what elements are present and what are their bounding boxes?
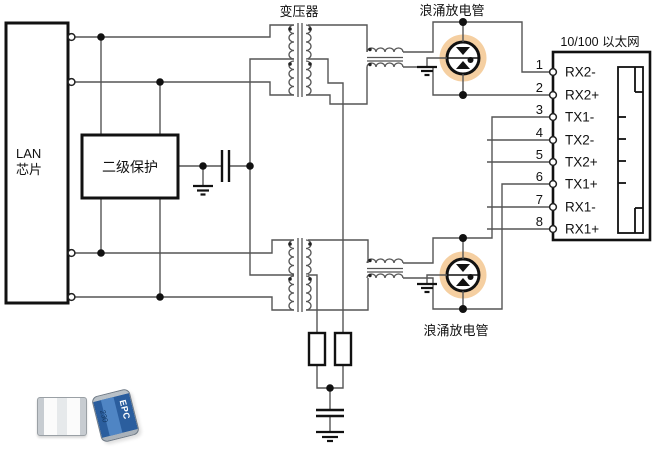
- ground-symbol-2: [417, 57, 447, 77]
- wire-sec-bot-2: [306, 278, 369, 311]
- pin-label: RX1-: [565, 200, 596, 215]
- connector-pin-5: 5 TX2+: [536, 147, 598, 170]
- pin-number: 2: [536, 80, 543, 95]
- secondary-protection-box: [80, 133, 180, 200]
- ground-symbol-1: [193, 166, 213, 196]
- rj45-profile: [617, 66, 644, 234]
- pin-label: TX2+: [565, 155, 598, 170]
- wire-pin1: [403, 21, 549, 73]
- connector-box: [551, 50, 652, 242]
- secondary-protection-label: 二级保护: [102, 159, 158, 175]
- surge-tube-bottom-dot: [467, 274, 474, 280]
- lan-chip: LAN 芯片: [4, 21, 76, 305]
- secondary-protection: 二级保护: [80, 133, 180, 200]
- transformer-bottom: [288, 238, 312, 312]
- pin-number: 8: [536, 214, 543, 229]
- surge-tube-top-dot: [467, 57, 474, 63]
- wire-centertap-right-top: [308, 58, 344, 333]
- connector-pin-6: 6 TX1+: [536, 169, 598, 192]
- surge-tube-bottom-triangle-down: [456, 264, 470, 272]
- connector-pin-7: 7 RX1-: [536, 192, 596, 215]
- lan-chip-label-line1: LAN: [16, 146, 41, 161]
- wire-centertap-right-bottom: [308, 274, 318, 333]
- pin-label: TX2-: [565, 133, 594, 148]
- pin-number: 4: [536, 125, 543, 140]
- lan-chip-box: [4, 21, 70, 305]
- pin-number: 6: [536, 169, 543, 184]
- surge-tube-bottom-triangle-up: [456, 278, 470, 286]
- wire-b: [75, 81, 294, 96]
- connector-title: 10/100 以太网: [560, 34, 639, 49]
- pin-label: RX1+: [565, 222, 599, 237]
- pin-label: RX2-: [565, 65, 596, 80]
- pin-number: 5: [536, 147, 543, 162]
- transformer-top: 变压器: [279, 4, 319, 97]
- secondary-winding-lower: [305, 60, 312, 96]
- gdt-brand-text: EPC: [117, 398, 133, 421]
- lan-pin-3: [67, 248, 76, 258]
- wire-sec-top-2: [306, 67, 368, 105]
- surge-tube-bottom: 浪涌放电管: [423, 238, 489, 338]
- smd-component-photo: [37, 397, 87, 436]
- ethernet-connector: 10/100 以太网 1 RX2- 2 RX2+ 3 TX1-: [536, 34, 652, 242]
- wire-a: [75, 24, 294, 38]
- ground-symbol-4: [316, 430, 344, 443]
- common-mode-choke-bottom: [366, 258, 404, 279]
- connector-pin-3: 3 TX1-: [536, 102, 595, 125]
- termination-network: [307, 331, 353, 443]
- transformer-label: 变压器: [279, 4, 318, 19]
- pin-number: 3: [536, 102, 543, 117]
- junction-dots: [97, 18, 467, 392]
- connector-pin-4: 4 TX2-: [536, 125, 595, 148]
- pin-label: TX1-: [565, 110, 594, 125]
- surge-tube-bottom-label: 浪涌放电管: [423, 323, 488, 338]
- lan-chip-label-line2: 芯片: [16, 162, 42, 177]
- primary-winding-upper: [288, 24, 295, 60]
- connector-pin-1: 1 RX2-: [536, 57, 596, 80]
- surge-tube-top-label: 浪涌放电管: [419, 3, 484, 18]
- pin-label: RX2+: [565, 88, 599, 103]
- lan-pin-4: [67, 292, 76, 302]
- pin-label: TX1+: [565, 177, 598, 192]
- bypass-capacitor-1: [220, 150, 231, 182]
- connector-pin-8: 8 RX1+: [536, 214, 599, 237]
- common-mode-choke-top: [366, 47, 404, 68]
- surge-tube-top-triangle-down: [456, 47, 470, 55]
- resistor-left: [307, 331, 327, 367]
- surge-tube-top-triangle-up: [456, 61, 470, 69]
- primary-winding-lower: [288, 60, 295, 96]
- wiring: [75, 21, 549, 431]
- pin-number: 1: [536, 57, 543, 72]
- wire-pin3: [403, 116, 549, 264]
- secondary-winding-upper: [305, 24, 312, 60]
- lan-pin-1: [67, 32, 76, 42]
- wire-sec-top-1: [308, 24, 368, 52]
- wire-d: [75, 296, 294, 311]
- resistor-right: [333, 331, 353, 367]
- wire-pin6: [403, 183, 549, 310]
- surge-tube-top: 浪涌放电管: [419, 3, 487, 95]
- wire-c: [75, 239, 294, 254]
- lan-pin-2: [67, 77, 76, 87]
- connector-pin-2: 2 RX2+: [536, 80, 599, 103]
- ground-symbol-3: [417, 274, 447, 294]
- wire-sec-bot-1: [308, 239, 369, 263]
- pin-number: 7: [536, 192, 543, 207]
